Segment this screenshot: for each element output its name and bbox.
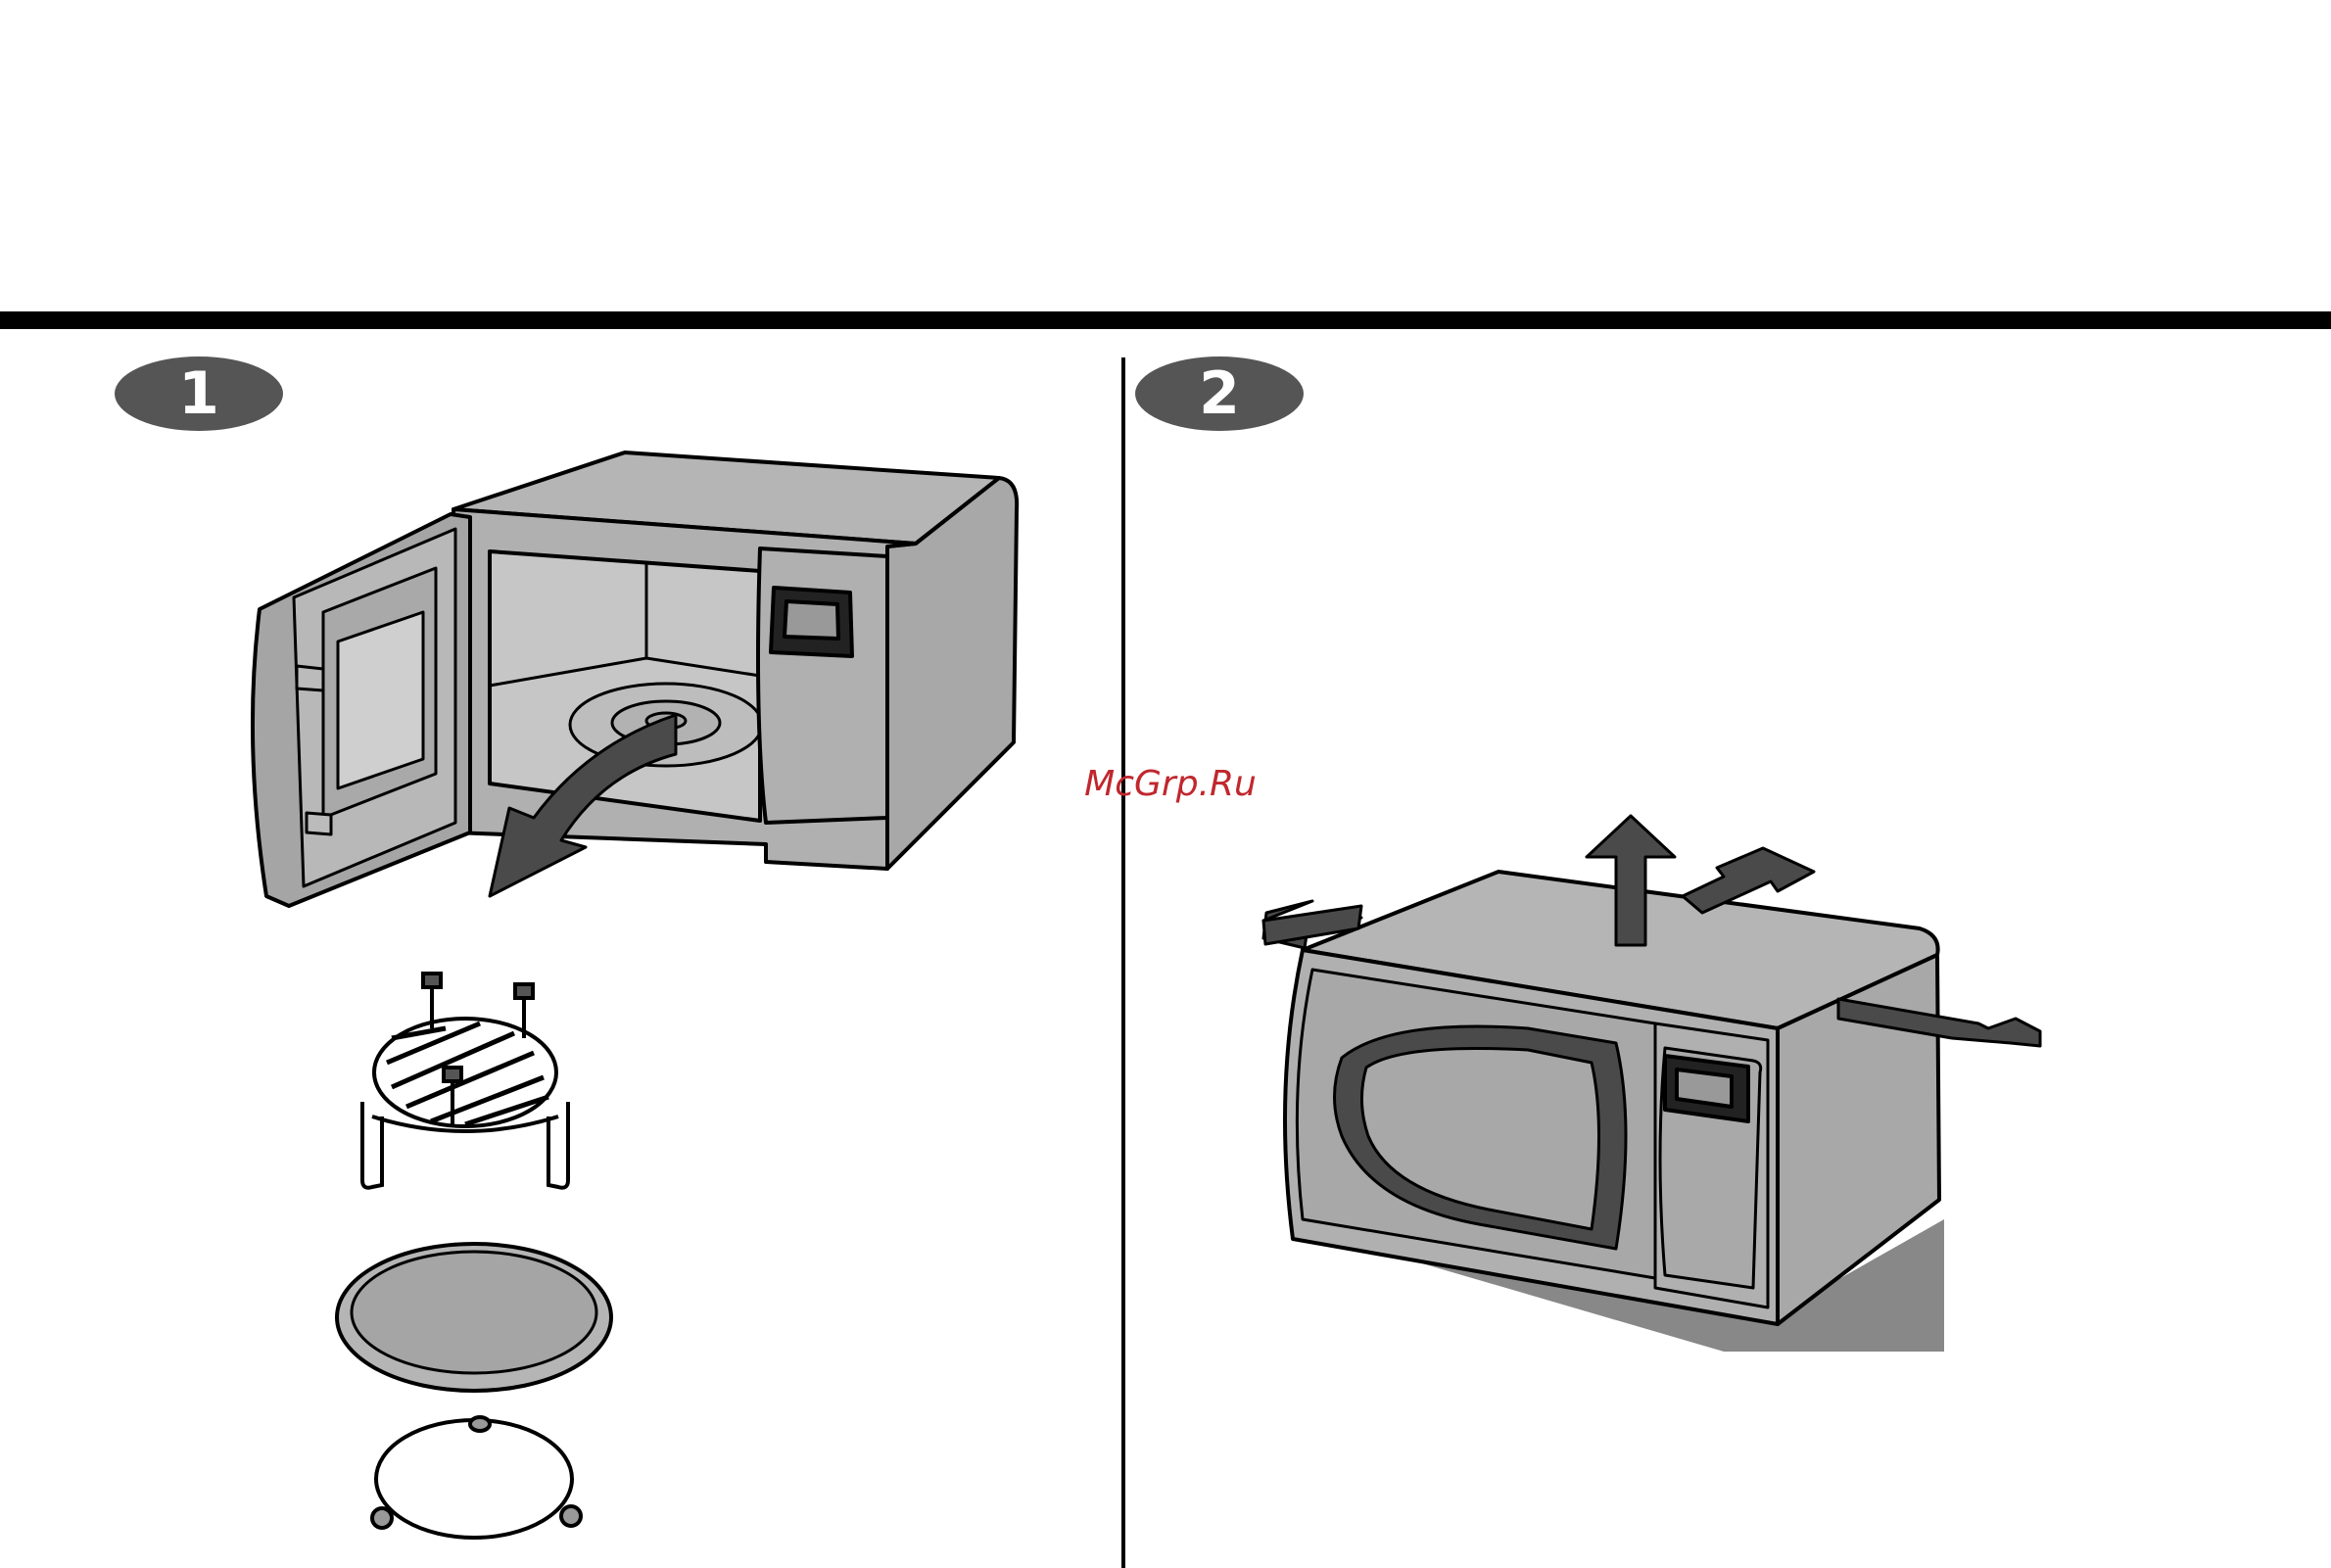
header-rule	[0, 311, 2331, 329]
step-1-number: 1	[178, 359, 219, 428]
watermark: McGrp.Ru	[1084, 764, 1257, 804]
step-2-badge: 2	[1135, 356, 1304, 431]
arrow-back-icon	[1683, 848, 1814, 913]
panel-divider	[1121, 357, 1125, 1568]
glass-tray-illustration	[337, 1244, 611, 1391]
step-2-number: 2	[1199, 359, 1240, 428]
closed-microwave-illustration	[1285, 872, 1939, 1324]
open-microwave-illustration	[253, 452, 1017, 906]
roller-ring-illustration	[372, 1417, 581, 1538]
step-1-badge: 1	[115, 356, 283, 431]
grill-rack-illustration	[362, 974, 568, 1188]
